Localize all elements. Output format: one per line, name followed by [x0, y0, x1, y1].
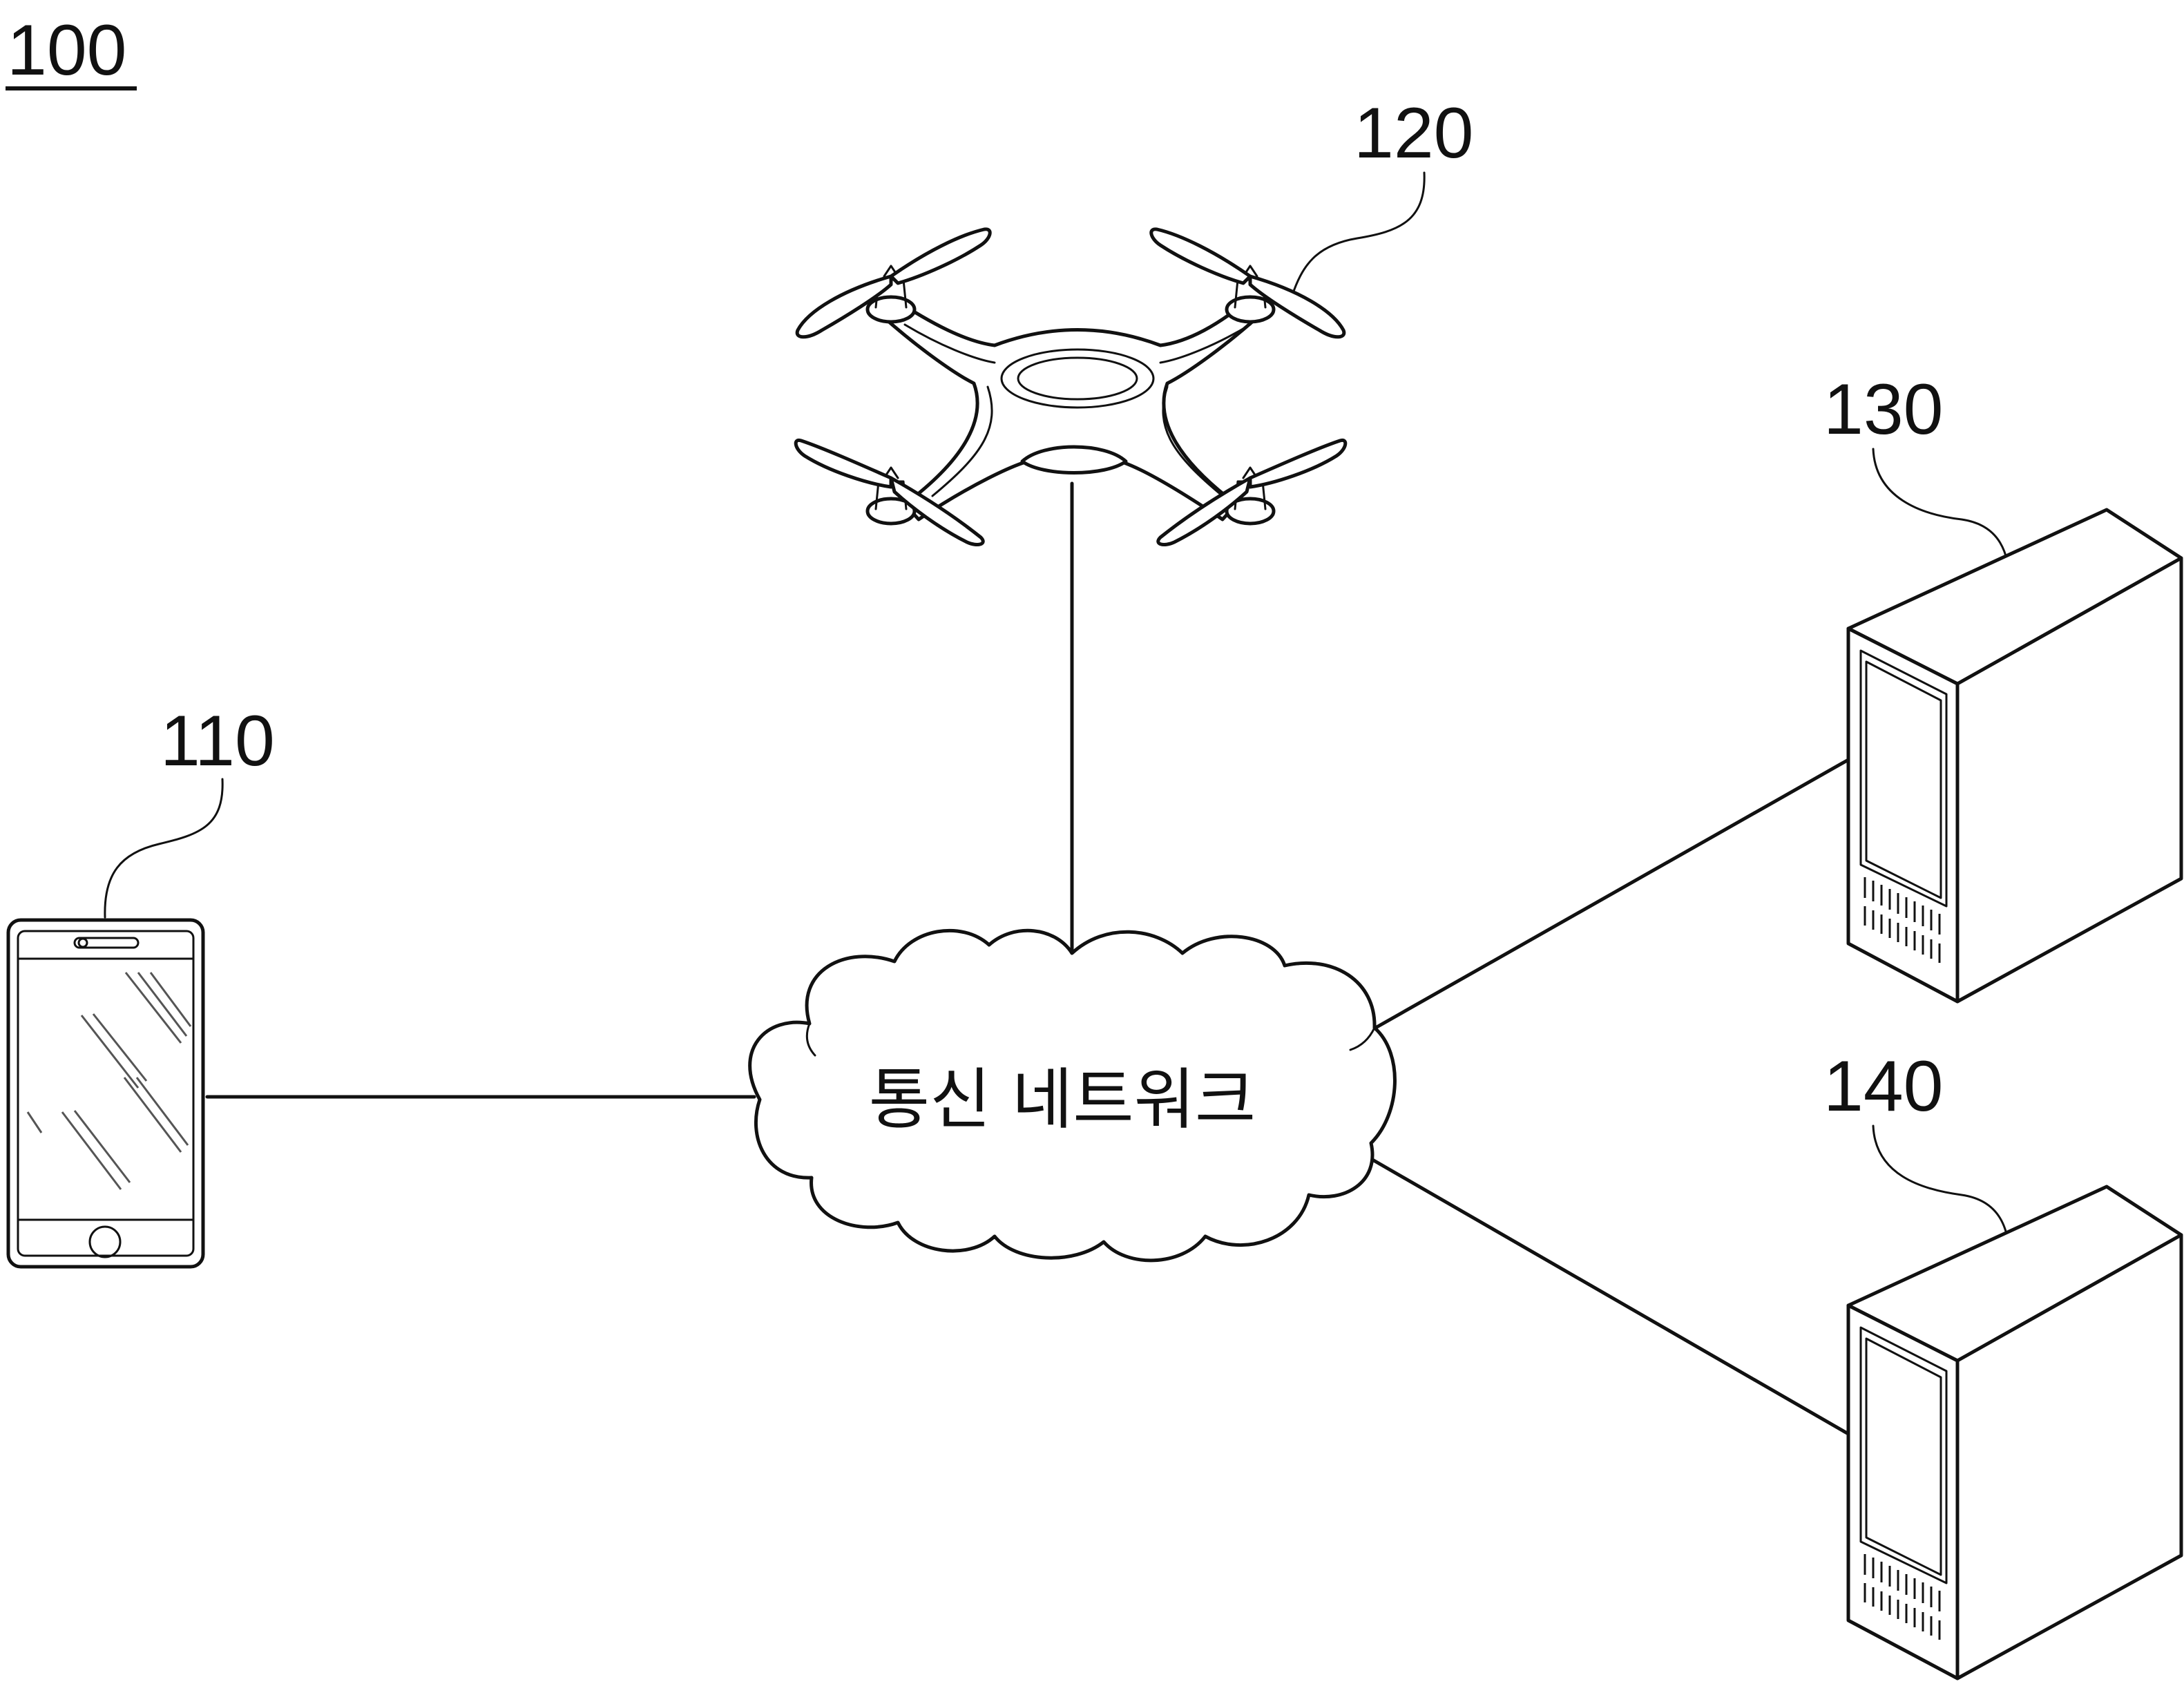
cloud-detail	[805, 1022, 816, 1057]
figure-ref-number: 100	[7, 10, 127, 90]
server-130-device: 130	[1823, 370, 2183, 1004]
figure-label: 100	[6, 10, 137, 90]
server-140-ref-number: 140	[1823, 1046, 1944, 1127]
link-server-140-network	[1357, 1150, 1850, 1436]
network-label: 통신 네트워크	[869, 1061, 1256, 1138]
link-server-130-network	[1371, 758, 1850, 1031]
smartphone-ref-number: 110	[160, 701, 275, 781]
server-130-ref-number: 130	[1823, 370, 1944, 450]
server-140-device: 140	[1823, 1046, 2183, 1680]
drone-ref-number: 120	[1354, 93, 1474, 173]
drone-icon	[794, 227, 1348, 546]
smartphone-device: 110	[6, 701, 275, 1269]
cloud-detail	[1349, 1026, 1376, 1051]
smartphone-leader-line	[104, 778, 224, 919]
smartphone-icon	[6, 918, 205, 1269]
communication-network-cloud: 통신 네트워크	[748, 928, 1397, 1263]
server-tower-icon	[1846, 1185, 2183, 1680]
cloud-icon	[748, 928, 1397, 1263]
connection-lines	[205, 481, 1850, 1436]
server-tower-icon	[1846, 508, 2183, 1004]
drone-leader-line	[1290, 171, 1426, 298]
drone-device: 120	[794, 93, 1474, 546]
